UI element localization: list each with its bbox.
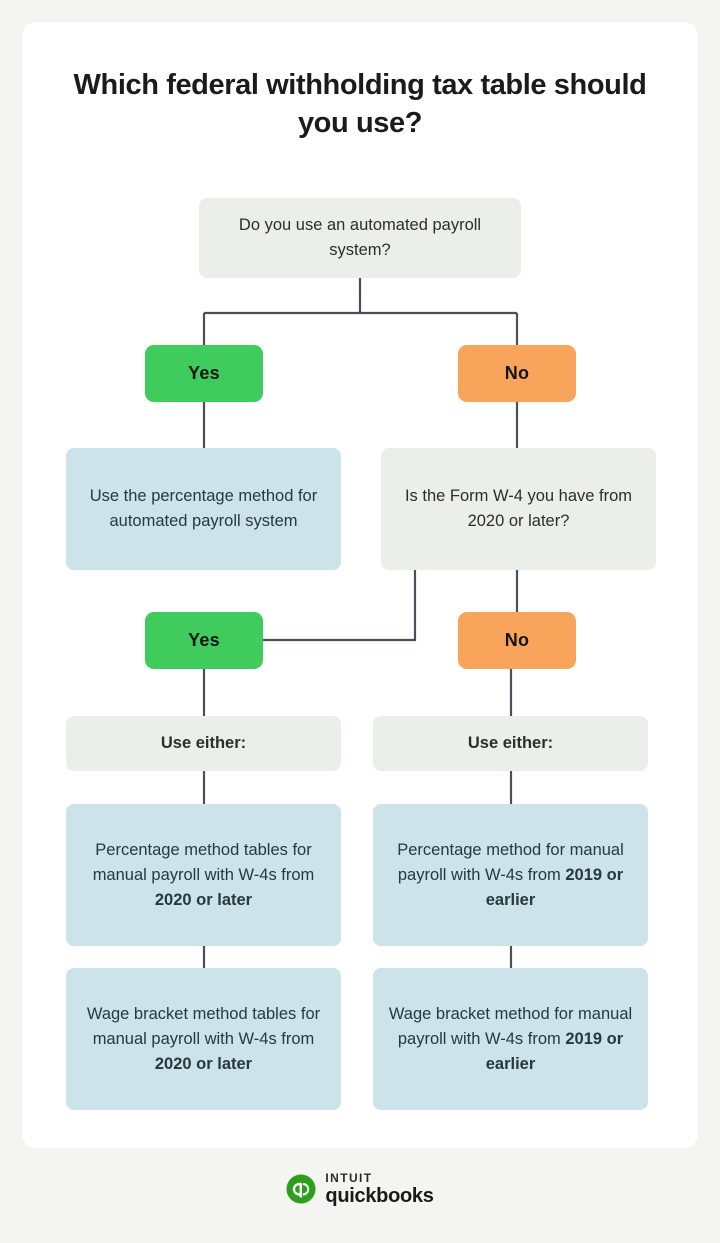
option-percentage-2019-text: Percentage method for manual payroll wit… — [387, 838, 634, 913]
option-wage-2019-strong: 2019 or earlier — [485, 1029, 624, 1073]
quickbooks-logo-icon — [286, 1174, 316, 1204]
branch-no-w4-2020[interactable]: No — [458, 612, 576, 669]
option-wage-2020-text: Wage bracket method tables for manual pa… — [80, 1002, 327, 1077]
option-wage-2019-text: Wage bracket method for manual payroll w… — [387, 1002, 634, 1077]
branch-no-automated-label: No — [504, 363, 530, 383]
option-percentage-method-2020: Percentage method tables for manual payr… — [66, 804, 341, 946]
footer-branding: INTUIT quickbooks — [0, 1172, 720, 1206]
branch-no-automated[interactable]: No — [458, 345, 576, 402]
use-either-left-header: Use either: — [66, 716, 341, 771]
option-wage-bracket-2019: Wage bracket method for manual payroll w… — [373, 968, 648, 1110]
use-either-left-text: Use either: — [160, 734, 247, 752]
option-percentage-2019-strong: 2019 or earlier — [485, 865, 624, 909]
branch-yes-w4-label: Yes — [188, 630, 220, 650]
result-automated-percentage-method: Use the percentage method for automated … — [66, 448, 341, 570]
question-automated-payroll: Do you use an automated payroll system? — [199, 198, 521, 278]
branch-no-w4-label: No — [504, 630, 530, 650]
option-wage-2019-normal: Wage bracket method for manual payroll w… — [388, 1004, 633, 1048]
option-wage-2020-strong: 2020 or later — [154, 1054, 253, 1073]
branch-yes-automated[interactable]: Yes — [145, 345, 263, 402]
option-percentage-2020-normal: Percentage method tables for manual payr… — [92, 840, 315, 884]
page-title: Which federal withholding tax table shou… — [73, 69, 647, 139]
option-percentage-2019-normal: Percentage method for manual payroll wit… — [397, 840, 624, 884]
use-either-right-text: Use either: — [467, 734, 554, 752]
option-percentage-2020-strong: 2020 or later — [154, 890, 253, 909]
question-2-text: Is the Form W-4 you have from 2020 or la… — [404, 487, 633, 530]
option-percentage-2020-text: Percentage method tables for manual payr… — [80, 838, 327, 913]
question-form-w4-year: Is the Form W-4 you have from 2020 or la… — [381, 448, 656, 570]
branch-yes-w4-2020[interactable]: Yes — [145, 612, 263, 669]
option-wage-bracket-2020: Wage bracket method tables for manual pa… — [66, 968, 341, 1110]
intuit-label: INTUIT — [325, 1171, 373, 1185]
result-automated-text: Use the percentage method for automated … — [89, 487, 318, 530]
branch-yes-automated-label: Yes — [188, 363, 220, 383]
use-either-right-header: Use either: — [373, 716, 648, 771]
option-percentage-method-2019: Percentage method for manual payroll wit… — [373, 804, 648, 946]
quickbooks-label: quickbooks — [325, 1185, 434, 1207]
quickbooks-wordmark: INTUIT quickbooks — [325, 1172, 433, 1206]
option-wage-2020-normal: Wage bracket method tables for manual pa… — [86, 1004, 321, 1048]
question-1-text: Do you use an automated payroll system? — [238, 216, 482, 259]
